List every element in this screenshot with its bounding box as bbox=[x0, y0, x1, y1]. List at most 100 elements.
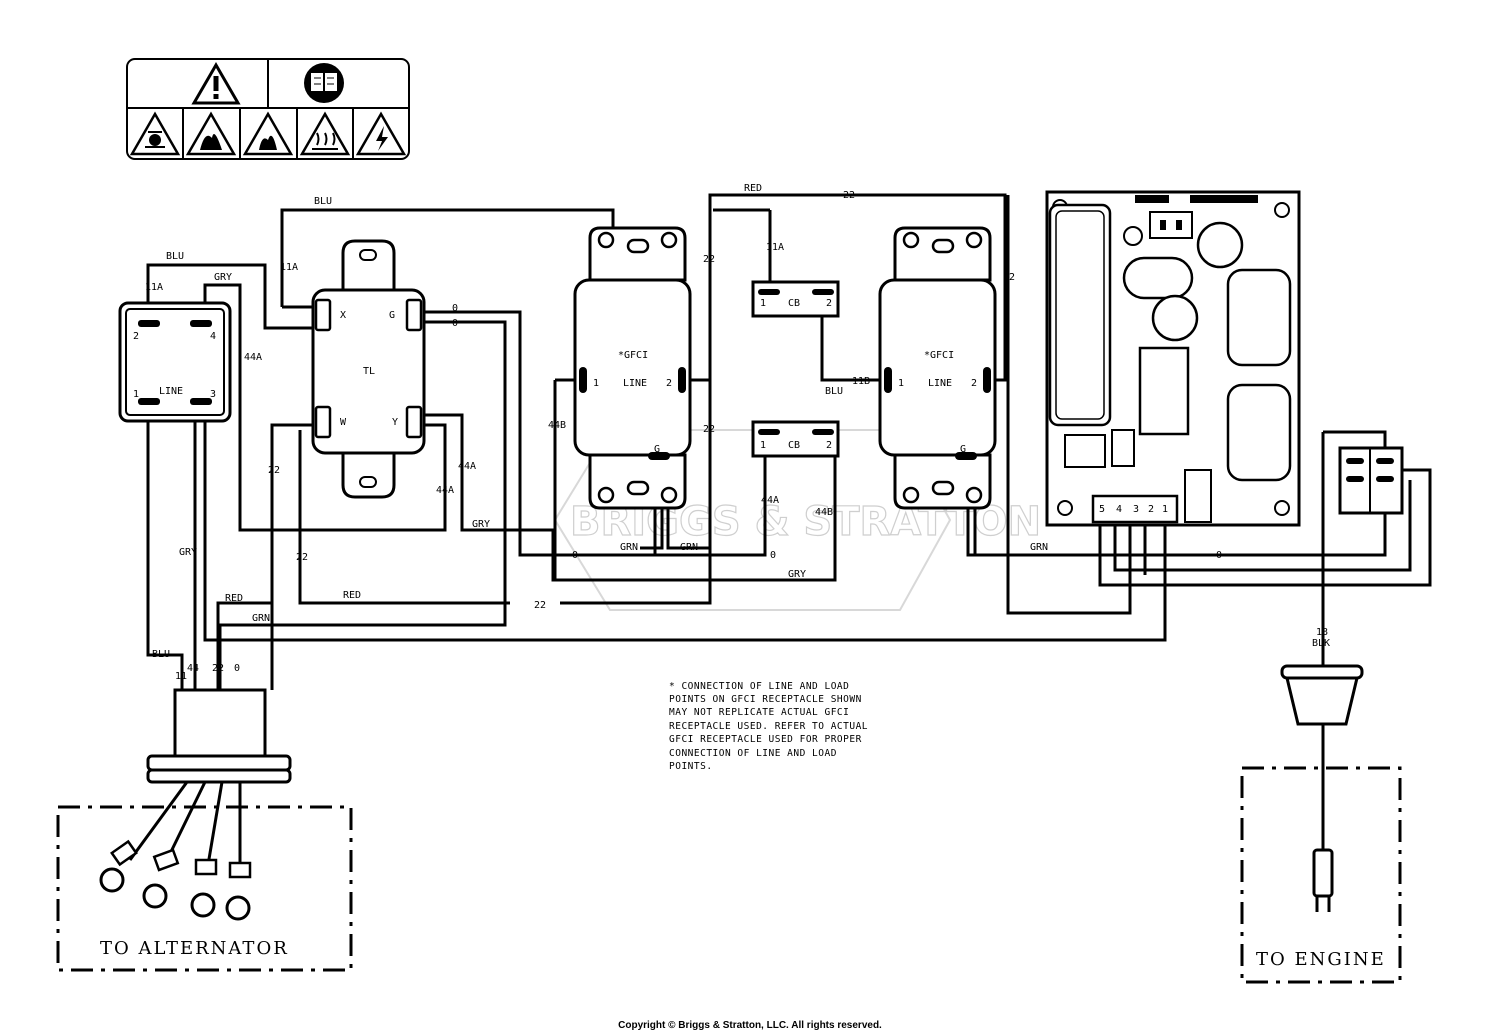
switch-pin-1: 1 bbox=[133, 389, 139, 400]
tl-pin-w: W bbox=[340, 417, 347, 428]
wire-label-grn-b: GRN bbox=[680, 542, 698, 553]
wire-label-layer: BLU BLU GRY 11A 11A 44A RED 22 22 22 22 … bbox=[145, 183, 1330, 682]
wire-label-18: 18 bbox=[1316, 627, 1328, 638]
fire-hazard-icon bbox=[185, 111, 237, 156]
gfci-left-pin2: 2 bbox=[666, 378, 672, 389]
wire-label-blk: BLK bbox=[1312, 638, 1330, 649]
module-pin-1: 1 bbox=[1162, 504, 1168, 515]
explosion-hazard-icon bbox=[129, 111, 181, 156]
cb-top-label: CB bbox=[788, 298, 800, 309]
wire-label-22-top: 22 bbox=[843, 190, 855, 201]
warning-triangle-icon bbox=[191, 62, 241, 105]
cb-bottom-label: CB bbox=[788, 440, 800, 451]
wire-label-22-mid: 22 bbox=[534, 600, 546, 611]
alternator-boundary bbox=[56, 805, 353, 972]
wire-label-red-top: RED bbox=[744, 183, 762, 194]
copyright-text: Copyright © Briggs & Stratton, LLC. All … bbox=[618, 1020, 882, 1031]
safety-label-panel bbox=[126, 58, 410, 160]
tl-pin-g: G bbox=[389, 310, 395, 321]
control-module-board[interactable]: 5 4 3 2 1 bbox=[1045, 190, 1301, 527]
note-line-4: RECEPTACLE USED. REFER TO ACTUAL bbox=[669, 721, 868, 732]
wire-label-11b: 11B bbox=[852, 376, 870, 387]
wire-label-0-tl-b: 0 bbox=[452, 318, 458, 329]
alternator-connector[interactable] bbox=[99, 688, 292, 921]
wire-label-22-gfci-left: 22 bbox=[703, 254, 715, 265]
wire-label-blu-top: BLU bbox=[314, 196, 332, 207]
module-pin-4: 4 bbox=[1116, 504, 1122, 515]
circuit-breaker-bottom[interactable]: 1 CB 2 bbox=[751, 420, 840, 458]
wire-label-blu-bottom: BLU bbox=[152, 649, 170, 660]
wire-label-44a-tl-b: 44A bbox=[436, 485, 454, 496]
wire-label-red-mid: RED bbox=[343, 590, 361, 601]
module-pin-5: 5 bbox=[1099, 504, 1105, 515]
gfci-left-pin1: 1 bbox=[593, 378, 599, 389]
gfci-note: * CONNECTION OF LINE AND LOAD POINTS ON … bbox=[669, 681, 868, 772]
engine-boundary bbox=[1240, 766, 1402, 984]
wire-label-22-gfci-left-low: 22 bbox=[703, 424, 715, 435]
wire-label-44b-left: 44B bbox=[548, 420, 566, 431]
wire-label-grn-left: GRN bbox=[252, 613, 270, 624]
switch-pin-2: 2 bbox=[133, 331, 139, 342]
switch-pin-4: 4 bbox=[210, 331, 216, 342]
module-pin-3: 3 bbox=[1133, 504, 1139, 515]
wires bbox=[146, 193, 1432, 690]
line-switch[interactable]: 2 4 1 3 LINE bbox=[118, 301, 232, 423]
wire-label-0-mid-b: 0 bbox=[770, 550, 776, 561]
wire-label-0-bottom: 0 bbox=[234, 663, 240, 674]
alternator-label: TO ALTERNATOR bbox=[100, 938, 289, 959]
wire-label-11: 11 bbox=[175, 671, 187, 682]
gfci-right-title: *GFCI bbox=[924, 350, 954, 361]
wire-label-22-tl-b: 22 bbox=[296, 552, 308, 563]
wire-label-22-bottom: 22 bbox=[212, 663, 224, 674]
gfci-receptacle-right[interactable]: *GFCI LINE 1 2 G bbox=[878, 226, 997, 510]
wire-label-gry-switch: GRY bbox=[214, 272, 232, 283]
engine-label: TO ENGINE bbox=[1256, 949, 1386, 970]
gfci-left-title: *GFCI bbox=[618, 350, 648, 361]
cb-top-pin2: 2 bbox=[826, 298, 832, 309]
note-line-3: MAY NOT REPLICATE ACTUAL GFCI bbox=[669, 707, 849, 718]
gfci-receptacle-left[interactable]: *GFCI LINE 1 2 G bbox=[573, 226, 692, 510]
wire-label-44: 44 bbox=[187, 663, 199, 674]
wire-label-44a-switch: 44A bbox=[244, 352, 262, 363]
wire-label-0-tl-a: 0 bbox=[452, 303, 458, 314]
wire-label-gry-tl: GRY bbox=[472, 519, 490, 530]
wire-label-gry-mid: GRY bbox=[788, 569, 806, 580]
manual-book-icon bbox=[304, 63, 344, 103]
note-line-1: * CONNECTION OF LINE AND LOAD bbox=[669, 681, 849, 692]
circuit-breaker-top[interactable]: 1 CB 2 bbox=[751, 280, 840, 318]
note-line-5: GFCI RECEPTACLE USED FOR PROPER bbox=[669, 734, 862, 745]
wire-label-red-left: RED bbox=[225, 593, 243, 604]
idle-control-switch[interactable] bbox=[1338, 446, 1404, 515]
gfci-right-pin1: 1 bbox=[898, 378, 904, 389]
cb-bottom-pin1: 1 bbox=[760, 440, 766, 451]
wire-label-44b-cb: 44B bbox=[815, 507, 833, 518]
wire-label-blu-cb: BLU bbox=[825, 386, 843, 397]
gfci-right-line: LINE bbox=[928, 378, 952, 389]
wire-label-44a-cb: 44A bbox=[761, 495, 779, 506]
hot-surface-icon bbox=[299, 111, 351, 156]
switch-label: LINE bbox=[159, 386, 183, 397]
gfci-left-line: LINE bbox=[623, 378, 647, 389]
wire-label-44a-tl: 44A bbox=[458, 461, 476, 472]
note-line-7: POINTS. bbox=[669, 761, 713, 772]
wire-label-grn-a: GRN bbox=[620, 542, 638, 553]
note-line-6: CONNECTION OF LINE AND LOAD bbox=[669, 748, 837, 759]
gfci-left-ground: G bbox=[654, 444, 660, 455]
tl-pin-y: Y bbox=[392, 417, 398, 428]
wire-label-22-tl: 22 bbox=[268, 465, 280, 476]
flammable-hazard-icon bbox=[242, 111, 294, 156]
electric-shock-icon bbox=[355, 111, 407, 156]
wire-label-blu-switch: BLU bbox=[166, 251, 184, 262]
gfci-right-pin2: 2 bbox=[971, 378, 977, 389]
wire-label-22-right: 22 bbox=[1003, 272, 1015, 283]
wire-label-0-right: 0 bbox=[1216, 550, 1222, 561]
transformer-tl[interactable]: X G W Y TL bbox=[311, 239, 426, 499]
wire-label-0-mid: 0 bbox=[572, 550, 578, 561]
wire-label-11a-cb: 11A bbox=[766, 242, 784, 253]
cb-top-pin1: 1 bbox=[760, 298, 766, 309]
engine-connector[interactable] bbox=[1280, 664, 1364, 912]
tl-label: TL bbox=[363, 366, 375, 377]
wire-label-grn-right: GRN bbox=[1030, 542, 1048, 553]
note-line-2: POINTS ON GFCI RECEPTACLE SHOWN bbox=[669, 694, 862, 705]
